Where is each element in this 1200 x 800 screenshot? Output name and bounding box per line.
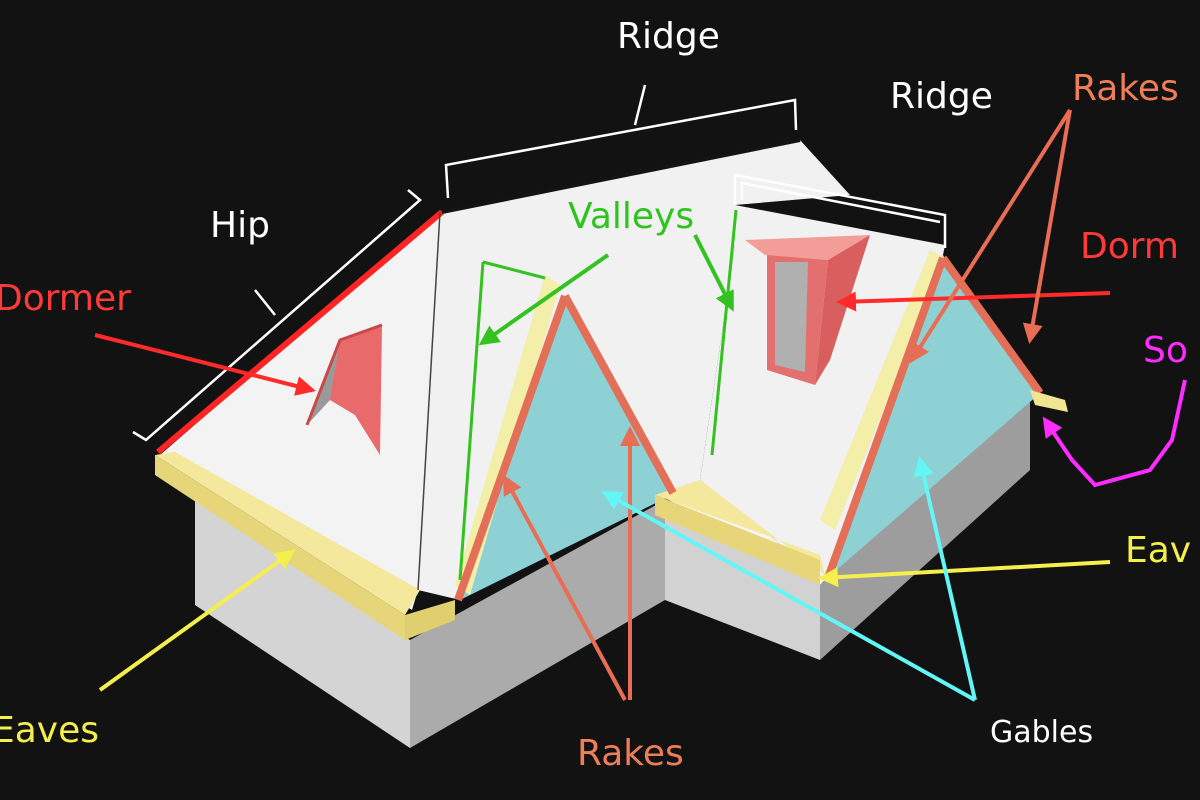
right-dormer bbox=[745, 235, 870, 385]
valley-arrow-left bbox=[478, 253, 610, 346]
right-dormer-front bbox=[775, 262, 808, 372]
soffit-end-piece bbox=[1030, 390, 1068, 412]
right-eave-top bbox=[655, 480, 825, 575]
right-wing-side-wall bbox=[820, 392, 1030, 660]
right-dormer-roof bbox=[745, 235, 870, 260]
left-dormer bbox=[305, 323, 383, 455]
right-ridge-bracket-inner bbox=[740, 181, 941, 224]
valley-arrow-right bbox=[693, 234, 734, 312]
label-rakes-bottom: Rakes bbox=[577, 733, 684, 774]
eaves-left-arrow bbox=[98, 549, 296, 692]
front-middle-wall bbox=[410, 500, 665, 748]
left-valley-line-2 bbox=[458, 261, 485, 581]
annotation-arrows bbox=[94, 108, 1187, 702]
right-gable-rake-right bbox=[939, 255, 1044, 396]
left-gable-rake-cream bbox=[455, 275, 560, 595]
right-gable-triangle bbox=[825, 255, 1038, 580]
main-ridge-bracket-stem bbox=[633, 84, 647, 126]
main-roof-plane bbox=[418, 140, 850, 600]
front-eave-piece bbox=[405, 600, 455, 640]
dormer-right-arrow bbox=[836, 291, 1111, 312]
label-rakes-top: Rakes bbox=[1072, 68, 1179, 109]
rake-trims bbox=[454, 250, 1068, 602]
right-wing-front-wall bbox=[665, 500, 820, 660]
label-eaves-right: Eav bbox=[1125, 530, 1191, 571]
right-valley-line bbox=[710, 209, 738, 456]
right-gable-rake-left bbox=[824, 256, 947, 580]
rakes-arrow-1 bbox=[503, 474, 627, 701]
right-eave-fascia bbox=[655, 495, 820, 585]
house-walls bbox=[195, 392, 1030, 748]
diagram-labels: Ridge Ridge Hip Valleys Rakes Rakes Dorm… bbox=[0, 16, 1191, 774]
label-dormer-left: Dormer bbox=[0, 278, 131, 319]
right-gable-rake-cream bbox=[820, 250, 945, 530]
front-left-wall bbox=[195, 498, 410, 748]
left-gable-rake-right bbox=[561, 294, 677, 495]
left-eave-top bbox=[155, 452, 420, 615]
label-eaves-left: Eaves bbox=[0, 710, 99, 751]
hip-roof-plane bbox=[160, 212, 440, 610]
label-gables: Gables bbox=[990, 715, 1093, 750]
right-ridge-bracket bbox=[733, 173, 947, 248]
valley-lines bbox=[458, 209, 738, 581]
label-hip: Hip bbox=[210, 205, 270, 246]
label-valleys: Valleys bbox=[568, 196, 694, 237]
hip-line bbox=[156, 209, 444, 455]
eaves-right-arrow bbox=[818, 560, 1111, 588]
hip-bracket-stem bbox=[254, 289, 276, 316]
left-eave-fascia bbox=[155, 455, 405, 640]
label-ridge-main: Ridge bbox=[617, 16, 720, 57]
dormer-left-arrow bbox=[94, 333, 316, 396]
left-dormer-face bbox=[330, 325, 382, 455]
gables-arrow-1 bbox=[601, 491, 976, 702]
label-soffit: So bbox=[1143, 330, 1188, 371]
bracket-lines bbox=[132, 84, 947, 442]
left-gable-rake-left bbox=[454, 294, 569, 602]
rakes-top-arrow-1 bbox=[909, 108, 1072, 364]
eaves-trim bbox=[155, 452, 825, 640]
left-valley-line bbox=[482, 260, 546, 280]
left-dormer-edge bbox=[305, 323, 383, 426]
rakes-top-arrow-2 bbox=[1022, 109, 1072, 344]
label-dormer-right: Dorm bbox=[1080, 226, 1179, 267]
main-ridge-line bbox=[441, 138, 801, 214]
hip-bracket bbox=[132, 189, 422, 442]
label-ridge-right: Ridge bbox=[890, 76, 993, 117]
gables-arrow-2 bbox=[913, 456, 977, 701]
main-ridge-bracket bbox=[444, 98, 798, 199]
left-gable-triangle bbox=[460, 300, 672, 600]
hip-crease-line bbox=[417, 211, 441, 591]
soffit-arrow bbox=[1042, 379, 1187, 488]
